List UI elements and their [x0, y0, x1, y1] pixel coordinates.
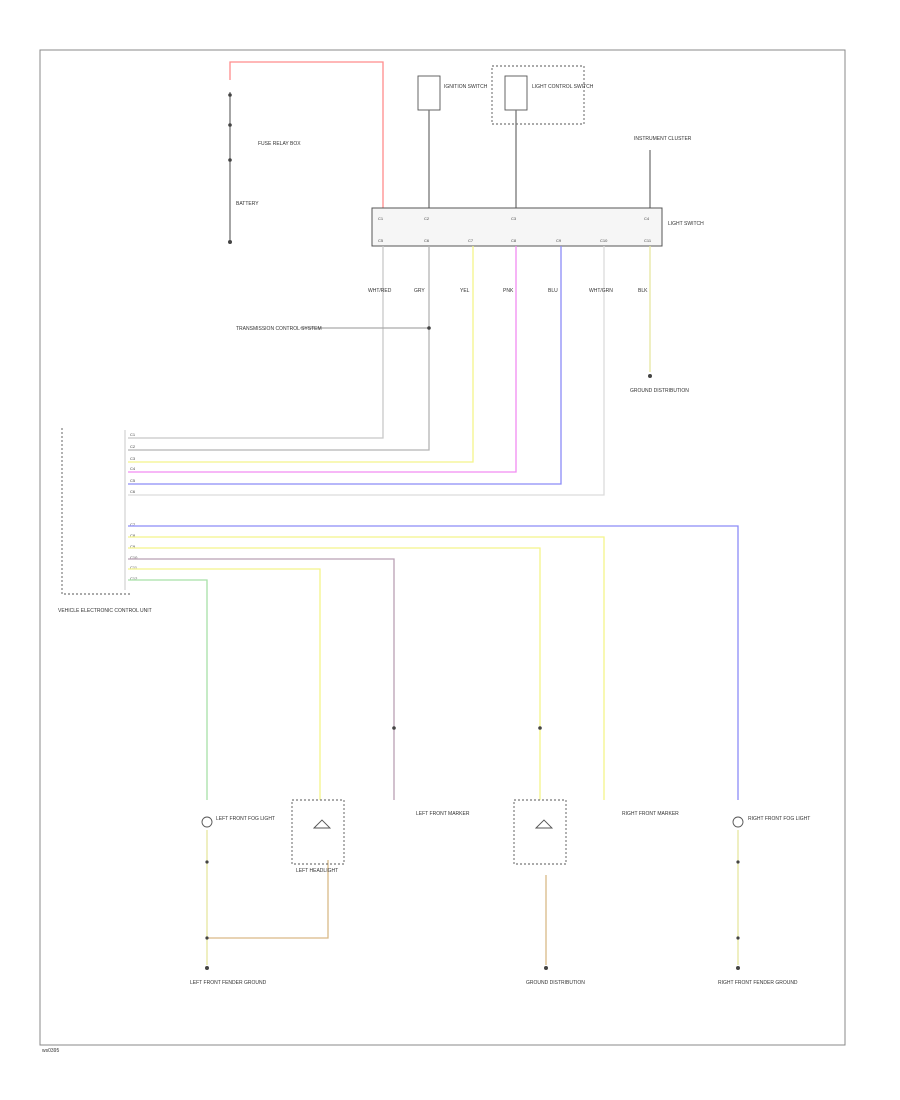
- switch-modules: IGNITION SWITCH LIGHT CONTROL SWITCH INS…: [417, 65, 692, 208]
- left-marker-label: LEFT FRONT MARKER: [416, 811, 470, 817]
- pin-label: C6: [424, 238, 430, 243]
- light-control-switch-label: LIGHT CONTROL SWITCH: [532, 84, 594, 90]
- splice-dot: [427, 326, 431, 330]
- right-headlight: GROUND DISTRIBUTION: [513, 799, 585, 986]
- left-fog-light: LEFT FRONT FOG LIGHT: [201, 816, 329, 970]
- wire-blu: [128, 246, 562, 485]
- pin-label: C4: [644, 216, 650, 221]
- wire-label: WHT/RED: [368, 288, 392, 294]
- light-switch-connector: LIGHT SWITCH C1 C2 C3 C4 C5 C6 C7 C8 C9 …: [371, 207, 704, 247]
- wire-brown-ground-left: [207, 860, 329, 939]
- pin-label: C7: [468, 238, 474, 243]
- splice-dot: [228, 93, 232, 97]
- ignition-switch-box: [417, 75, 441, 111]
- wire-red-power: [229, 61, 384, 208]
- pin-label: C9: [130, 544, 136, 549]
- ground-left-label: LEFT FRONT FENDER GROUND: [190, 980, 267, 986]
- diagram-border: [39, 49, 846, 1046]
- lamps-section: LEFT FRONT FOG LIGHT LEFT HEADLIGHT LEFT…: [190, 799, 810, 986]
- wire-gry: [128, 246, 430, 451]
- power-supply-section: BATTERY FUSE RELAY BOX: [228, 61, 384, 244]
- vecu-output-wires: [128, 525, 739, 800]
- left-fog-label: LEFT FRONT FOG LIGHT: [216, 816, 275, 822]
- pin-label: C5: [378, 238, 384, 243]
- ground-point: [648, 374, 652, 378]
- wire-yel-right-headlight: [128, 547, 541, 800]
- left-headlight-label: LEFT HEADLIGHT: [296, 868, 338, 874]
- pin-label: C3: [511, 216, 517, 221]
- splice-dot: [538, 726, 542, 730]
- figure-number: ws0395: [42, 1048, 59, 1054]
- light-switch-bar: [371, 207, 663, 247]
- pin-label: C1: [130, 432, 136, 437]
- transmission-control-label: TRANSMISSION CONTROL SYSTEM: [236, 326, 322, 332]
- wire-label: BLK: [638, 288, 648, 294]
- pin-label: C1: [378, 216, 384, 221]
- wire-label: GRY: [414, 288, 425, 294]
- wire-yel: [128, 246, 474, 463]
- ground-body-label: GROUND DISTRIBUTION: [630, 388, 689, 394]
- wire-pnk: [128, 246, 517, 473]
- splice-dot: [228, 158, 232, 162]
- wire-label: YEL: [460, 288, 470, 294]
- wire-yel-right-marker: [128, 536, 605, 800]
- instrument-cluster-label: INSTRUMENT CLUSTER: [634, 136, 692, 142]
- light-control-module-dashed: [491, 65, 585, 125]
- fuse-relay-box-label: FUSE RELAY BOX: [258, 141, 301, 147]
- wire-grn-left-fog: [128, 579, 208, 800]
- vecu-outline: [61, 428, 132, 595]
- right-marker-label: RIGHT FRONT MARKER: [622, 811, 679, 817]
- wire-label: PNK: [503, 288, 514, 294]
- wire-brn-left-marker: [128, 558, 395, 800]
- pin-label: C11: [130, 565, 138, 570]
- ground-point: [205, 966, 209, 970]
- pin-label: C2: [130, 444, 136, 449]
- right-fog-light: RIGHT FRONT FOG LIGHT RIGHT FRONT FENDER…: [718, 816, 810, 986]
- pin-label: C2: [424, 216, 430, 221]
- left-headlight: LEFT HEADLIGHT: [291, 799, 345, 874]
- pin-label: C9: [556, 238, 562, 243]
- pin-label: C6: [130, 489, 136, 494]
- pin-label: C7: [130, 522, 136, 527]
- ignition-switch-label: IGNITION SWITCH: [444, 84, 488, 90]
- pin-label: C4: [130, 466, 136, 471]
- battery-label: BATTERY: [236, 201, 259, 207]
- pin-label: C10: [130, 555, 138, 560]
- wire-label: WHT/GRN: [589, 288, 613, 294]
- pin-label: C12: [130, 576, 138, 581]
- wire-wht-red: [128, 246, 384, 439]
- wire-wht-grn: [128, 246, 605, 496]
- switch-to-vecu-wires: GROUND DISTRIBUTION TRANSMISSION CONTROL…: [128, 246, 689, 496]
- splice-dot: [392, 726, 396, 730]
- wire-label: BLU: [548, 288, 558, 294]
- light-control-switch-box: [504, 75, 528, 111]
- left-front-marker: LEFT FRONT MARKER: [416, 811, 470, 817]
- ground-right-label: RIGHT FRONT FENDER GROUND: [718, 980, 798, 986]
- pin-label: C8: [130, 533, 136, 538]
- wire-blu-right-fog: [128, 525, 739, 800]
- pin-label: C11: [644, 238, 652, 243]
- pin-label: C8: [511, 238, 517, 243]
- pin-label: C5: [130, 478, 136, 483]
- ground-center-label: GROUND DISTRIBUTION: [526, 980, 585, 986]
- pin-label: C3: [130, 456, 136, 461]
- ground-point: [228, 240, 232, 244]
- light-switch-label: LIGHT SWITCH: [668, 221, 704, 227]
- splice-dot: [228, 123, 232, 127]
- vecu-label: VEHICLE ELECTRONIC CONTROL UNIT: [58, 608, 152, 614]
- right-fog-label: RIGHT FRONT FOG LIGHT: [748, 816, 810, 822]
- pin-label: C10: [600, 238, 608, 243]
- ground-point: [736, 966, 740, 970]
- wire-yel-left-headlight: [128, 568, 321, 800]
- ground-point: [544, 966, 548, 970]
- vecu-module: VEHICLE ELECTRONIC CONTROL UNIT C1 C2 C3…: [58, 428, 152, 614]
- right-front-marker: RIGHT FRONT MARKER: [622, 811, 679, 817]
